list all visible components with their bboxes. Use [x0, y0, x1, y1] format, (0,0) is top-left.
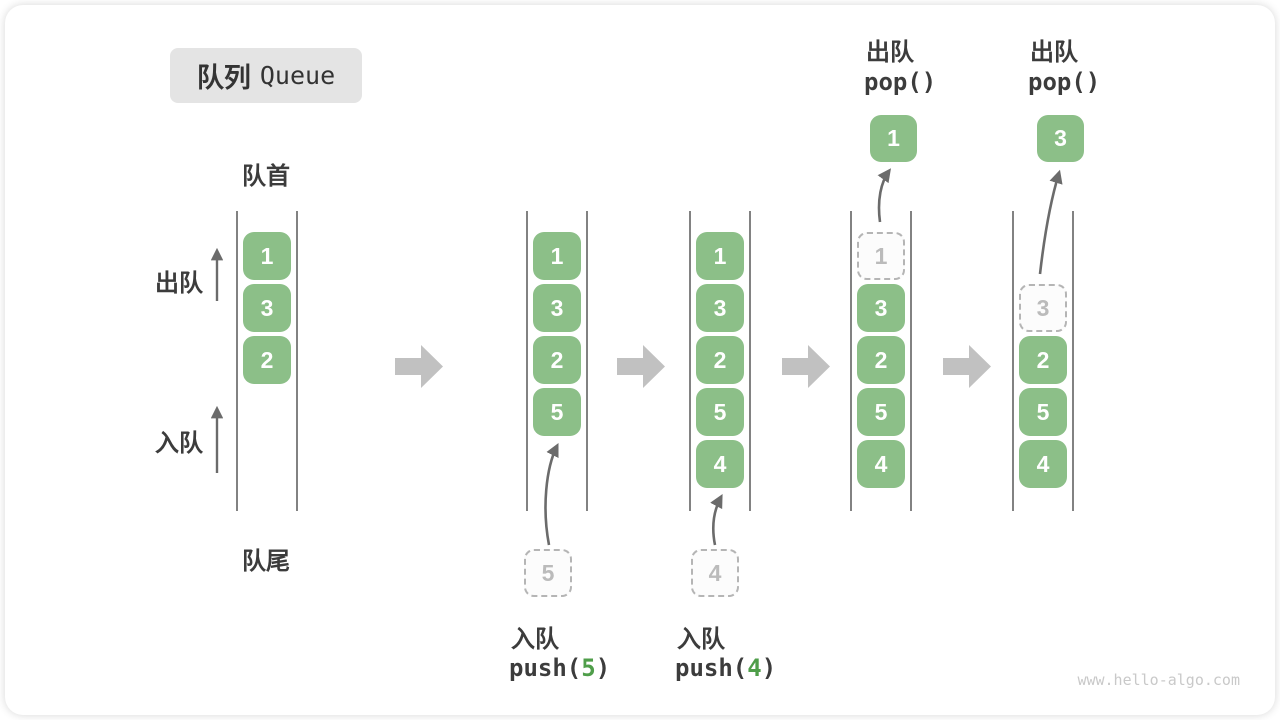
queue-cell: 3 [243, 284, 291, 332]
queue-cell: 1 [243, 232, 291, 280]
queue-cell: 2 [696, 336, 744, 384]
incoming-cell-ghost: 4 [691, 549, 739, 597]
label-dequeue-side: 出队 [155, 270, 203, 297]
queue-cell: 3 [696, 284, 744, 332]
code-arg: 4 [747, 654, 762, 682]
queue-cell: 5 [857, 388, 905, 436]
queue-cell: 4 [1019, 440, 1067, 488]
enqueue-op-code: push(4) [675, 654, 776, 682]
removed-cell-ghost: 1 [857, 232, 905, 280]
enqueue-op-code: push(5) [509, 654, 610, 682]
code-arg: 5 [581, 654, 596, 682]
queue-cell: 4 [696, 440, 744, 488]
code-close: ) [595, 654, 611, 682]
dequeue-op-label: 出队 [866, 39, 914, 66]
queue-cell: 1 [696, 232, 744, 280]
queue-cell: 3 [533, 284, 581, 332]
diagram-title: 队列 Queue [170, 48, 362, 103]
watermark: www.hello-algo.com [1077, 671, 1240, 689]
queue-cell: 3 [857, 284, 905, 332]
queue-cell: 4 [857, 440, 905, 488]
queue-cell: 5 [1019, 388, 1067, 436]
queue-cell: 2 [243, 336, 291, 384]
code-fn: push( [675, 654, 748, 682]
removed-cell-ghost: 3 [1019, 284, 1067, 332]
queue-cell: 5 [696, 388, 744, 436]
queue-cell: 1 [533, 232, 581, 280]
queue-cell: 2 [533, 336, 581, 384]
queue-cell: 2 [857, 336, 905, 384]
popped-cell: 1 [870, 115, 917, 162]
queue-cell: 2 [1019, 336, 1067, 384]
dequeue-op-label: 出队 [1030, 39, 1078, 66]
code-close: ) [761, 654, 777, 682]
label-enqueue-side: 入队 [155, 430, 203, 457]
enqueue-op-label: 入队 [511, 626, 559, 653]
label-queue-rear: 队尾 [242, 548, 290, 575]
enqueue-op-label: 入队 [677, 626, 725, 653]
title-zh: 队列 [196, 63, 251, 93]
label-queue-front: 队首 [242, 163, 290, 190]
dequeue-op-code: pop() [864, 68, 937, 96]
queue-cell: 5 [533, 388, 581, 436]
title-en: Queue [259, 61, 336, 90]
incoming-cell-ghost: 5 [524, 549, 572, 597]
code-fn: push( [509, 654, 582, 682]
popped-cell: 3 [1037, 115, 1084, 162]
dequeue-op-code: pop() [1028, 68, 1101, 96]
diagram-card [5, 5, 1275, 715]
